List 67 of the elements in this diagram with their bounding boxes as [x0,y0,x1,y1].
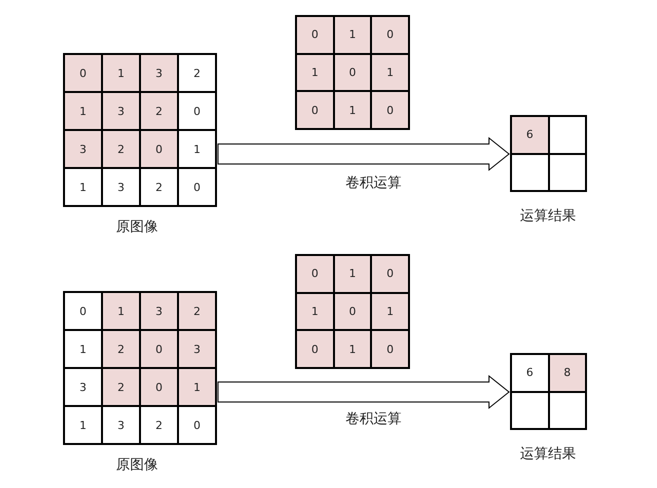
matrix-cell: 0 [178,92,216,130]
edge-label: 卷积运算 [346,410,402,428]
matrix-cell: 1 [296,54,334,92]
matrix-caption: 原图像 [116,218,158,236]
matrix-grid [510,115,587,192]
matrix-cell: 1 [64,406,102,444]
matrix-grid [295,254,410,369]
matrix-cell: 1 [371,54,409,92]
matrix-cell: 1 [178,130,216,168]
matrix-caption: 原图像 [116,456,158,474]
matrix-cell: 8 [548,354,586,392]
matrix-cell: 2 [178,54,216,92]
matrix-cell: 6 [511,116,548,154]
matrix-cell: 2 [140,168,178,206]
matrix-cell: 2 [102,130,140,168]
matrix-cell: 0 [140,130,178,168]
matrix-cell: 3 [140,54,178,92]
matrix-cell: 0 [334,292,372,330]
matrix-cell: 1 [64,330,102,368]
matrix-cell: 0 [371,330,409,368]
matrix-cell: 1 [296,292,334,330]
matrix-grid [510,353,587,430]
matrix-grid [295,15,410,130]
matrix-cell: 1 [178,368,216,406]
matrix-grid [63,291,217,445]
matrix-cell: 0 [296,91,334,129]
matrix-cell: 0 [140,330,178,368]
matrix-cell: 1 [64,168,102,206]
matrix-caption: 运算结果 [520,207,576,225]
matrix-cell: 0 [371,255,409,293]
matrix-cell: 0 [371,91,409,129]
matrix-cell: 6 [511,354,548,392]
matrix-cell: 3 [102,168,140,206]
matrix-cell: 0 [64,54,102,92]
matrix-cell: 0 [178,168,216,206]
matrix-cell: 2 [140,92,178,130]
block-arrow [218,136,510,172]
matrix-cell: 3 [102,406,140,444]
matrix-cell: 0 [140,368,178,406]
matrix-cell: 2 [102,368,140,406]
matrix-cell: 1 [102,292,140,330]
matrix-cell: 3 [140,292,178,330]
matrix-cell: 3 [64,130,102,168]
matrix-cell: 0 [178,406,216,444]
matrix-cell: 3 [178,330,216,368]
matrix-cell: 0 [296,255,334,293]
matrix-cell: 2 [178,292,216,330]
block-arrow [218,374,510,410]
matrix-caption: 运算结果 [520,445,576,463]
matrix-cell: 1 [334,255,372,293]
edge-label: 卷积运算 [346,174,402,192]
matrix-cell: 0 [296,330,334,368]
matrix-cell: 3 [64,368,102,406]
matrix-cell: 1 [371,292,409,330]
matrix-cell: 1 [334,91,372,129]
matrix-cell: 0 [371,16,409,54]
matrix-cell: 1 [64,92,102,130]
matrix-cell: 0 [64,292,102,330]
matrix-cell: 0 [334,54,372,92]
matrix-grid [63,53,217,207]
matrix-cell: 0 [296,16,334,54]
matrix-cell: 1 [102,54,140,92]
matrix-cell: 2 [140,406,178,444]
matrix-cell: 2 [102,330,140,368]
matrix-cell: 3 [102,92,140,130]
matrix-cell: 1 [334,16,372,54]
matrix-cell: 1 [334,330,372,368]
